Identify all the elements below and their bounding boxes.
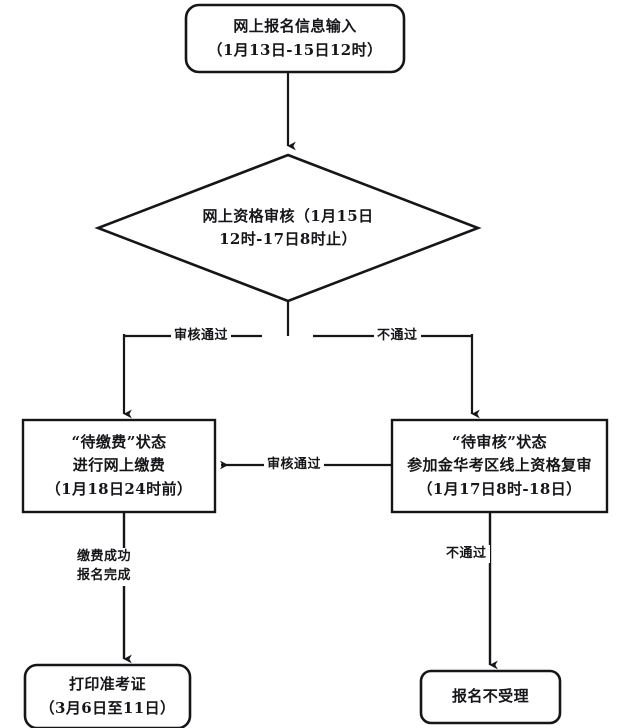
- node-online-qualification-review[interactable]: [98, 155, 478, 301]
- node-pending-review-status-shape: [390, 418, 609, 514]
- edge-label-line: 报名完成: [77, 567, 132, 583]
- node-print-admission-ticket-shape: [23, 663, 192, 728]
- edge-label-line: 审核通过: [267, 457, 322, 472]
- edge-label-recheck-fail-to-rejected: 不通过: [443, 545, 490, 563]
- edge-label-line: 缴费成功: [77, 549, 132, 564]
- edge-label-line: 不通过: [377, 328, 418, 343]
- node-online-registration-input[interactable]: [186, 5, 404, 72]
- node-pending-review-status[interactable]: [392, 420, 607, 512]
- edge-label-line: 不通过: [446, 546, 487, 561]
- edge-label-payment-success-to-ticket: 缴费成功 报名完成: [74, 548, 135, 586]
- node-registration-rejected-shape: [419, 669, 562, 725]
- edge-label-review-fail-right: 不通过: [374, 327, 421, 345]
- edge-label-review-pass-left: 审核通过: [171, 327, 232, 345]
- edge-label-recheck-pass-to-payment: 审核通过: [264, 456, 325, 474]
- node-pending-payment-status-shape: [21, 418, 217, 514]
- node-online-registration-input-shape: [184, 3, 406, 74]
- node-registration-rejected[interactable]: [421, 671, 560, 723]
- node-print-admission-ticket[interactable]: [25, 665, 190, 728]
- node-pending-payment-status[interactable]: [23, 420, 215, 512]
- edge-label-line: 审核通过: [174, 328, 229, 343]
